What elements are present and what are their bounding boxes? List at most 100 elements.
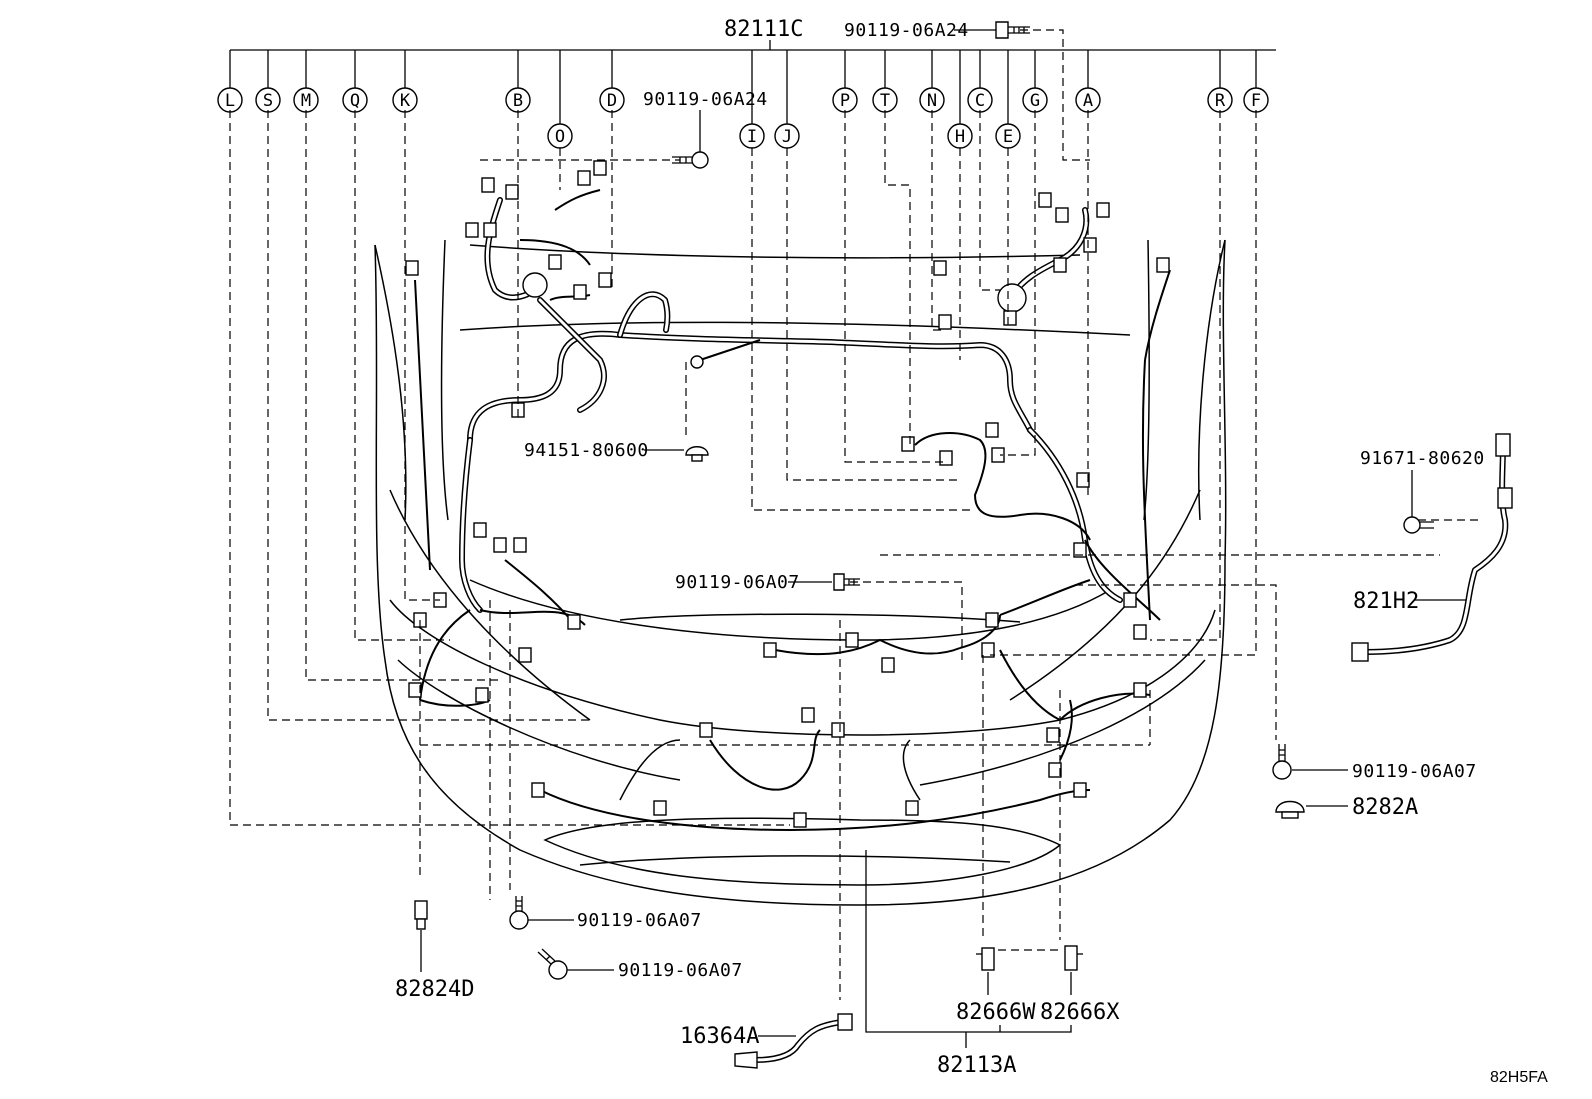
connector bbox=[985, 612, 999, 628]
diagram-code: 82H5FA bbox=[1490, 1069, 1548, 1086]
circle-label-s[interactable]: S bbox=[255, 50, 281, 113]
part-label-sub-harness-right[interactable]: 821H2 bbox=[1353, 589, 1419, 614]
sub-harness-right bbox=[1351, 433, 1513, 662]
connector bbox=[1038, 192, 1052, 208]
connector bbox=[938, 314, 952, 330]
connector bbox=[598, 272, 612, 288]
connector bbox=[845, 632, 859, 648]
part-label-bolt-bottom-2[interactable]: 90119-06A07 bbox=[618, 960, 743, 981]
part-label-bolt-bottom-1[interactable]: 90119-06A07 bbox=[577, 910, 702, 931]
connector bbox=[408, 682, 422, 698]
circle-label-c[interactable]: C bbox=[967, 50, 993, 113]
connector bbox=[985, 422, 999, 438]
connector bbox=[465, 222, 479, 238]
connector bbox=[801, 707, 815, 723]
sub-harness-bottom-leader bbox=[865, 850, 1072, 1048]
circle-label-text: Q bbox=[350, 91, 360, 111]
connector bbox=[939, 450, 953, 466]
circle-label-text: B bbox=[513, 91, 523, 111]
circle-label-text: O bbox=[555, 127, 565, 147]
part-label-bolt-right[interactable]: 90119-06A07 bbox=[1352, 761, 1477, 782]
connector bbox=[1156, 257, 1170, 273]
top-leader-bracket bbox=[230, 40, 1276, 51]
connector bbox=[1073, 782, 1087, 798]
part-label-clip-right[interactable]: 8282A bbox=[1352, 795, 1418, 820]
connector bbox=[573, 284, 587, 300]
connectors bbox=[405, 160, 1170, 828]
part-label-sub-harness-bottom[interactable]: 82113A bbox=[937, 1053, 1016, 1078]
screw-icon bbox=[1403, 516, 1434, 534]
part-label-sensor-left[interactable]: 82824D bbox=[395, 977, 474, 1002]
connector bbox=[483, 222, 497, 238]
circle-label-text: T bbox=[880, 91, 890, 111]
circle-label-text: K bbox=[400, 91, 411, 111]
connector bbox=[577, 170, 591, 186]
circle-label-t[interactable]: T bbox=[872, 50, 898, 113]
circle-label-i[interactable]: I bbox=[739, 50, 765, 149]
circle-label-m[interactable]: M bbox=[293, 50, 319, 113]
label-leaders bbox=[229, 29, 1480, 1000]
main-part-number[interactable]: 82111C bbox=[724, 17, 803, 42]
connector bbox=[1133, 682, 1147, 698]
circle-label-f[interactable]: F bbox=[1243, 50, 1269, 113]
connector bbox=[1123, 592, 1137, 608]
circle-label-a[interactable]: A bbox=[1075, 50, 1101, 113]
connector bbox=[481, 177, 495, 193]
part-label-bracket-w[interactable]: 82666W bbox=[956, 1000, 1036, 1025]
circle-label-d[interactable]: D bbox=[599, 50, 625, 113]
connector bbox=[473, 522, 487, 538]
part-label-screw-right[interactable]: 91671-80620 bbox=[1360, 448, 1485, 469]
part-label-bolt-mid[interactable]: 90119-06A07 bbox=[675, 572, 800, 593]
circle-label-text: M bbox=[301, 91, 311, 111]
circle-label-o[interactable]: O bbox=[547, 50, 573, 149]
connector bbox=[653, 800, 667, 816]
connector bbox=[567, 614, 581, 630]
circle-label-text: D bbox=[607, 91, 617, 111]
connector bbox=[1076, 472, 1090, 488]
clip-icon bbox=[1275, 800, 1305, 819]
clip-icon bbox=[690, 355, 704, 369]
connector bbox=[1048, 762, 1062, 778]
part-label-bolt-top[interactable]: 90119-06A24 bbox=[844, 20, 969, 41]
circle-label-h[interactable]: H bbox=[947, 50, 973, 149]
connector bbox=[505, 184, 519, 200]
circle-label-text: P bbox=[840, 91, 850, 111]
connector bbox=[513, 537, 527, 553]
circle-label-text: I bbox=[747, 127, 757, 147]
connector bbox=[1046, 727, 1060, 743]
circle-label-text: E bbox=[1003, 127, 1013, 147]
connector bbox=[1055, 207, 1069, 223]
part-label-sensor-bottom[interactable]: 16364A bbox=[680, 1024, 759, 1049]
connector bbox=[593, 160, 607, 176]
main-harness bbox=[414, 189, 1171, 832]
bracket-icon bbox=[976, 947, 995, 971]
part-label-bracket-x[interactable]: 82666X bbox=[1040, 1000, 1120, 1025]
circle-label-j[interactable]: J bbox=[774, 50, 800, 149]
connector bbox=[518, 647, 532, 663]
circle-label-p[interactable]: P bbox=[832, 50, 858, 113]
circle-label-l[interactable]: L bbox=[217, 50, 243, 113]
circle-label-text: J bbox=[782, 127, 792, 147]
part-label-bolt-left-top[interactable]: 90119-06A24 bbox=[643, 89, 768, 110]
connector bbox=[933, 260, 947, 276]
connector bbox=[1096, 202, 1110, 218]
bolt-icon bbox=[833, 573, 860, 591]
circle-label-e[interactable]: E bbox=[995, 50, 1021, 149]
circle-label-g[interactable]: G bbox=[1022, 50, 1048, 113]
circle-label-q[interactable]: Q bbox=[342, 50, 368, 113]
connector bbox=[493, 537, 507, 553]
connector bbox=[1053, 257, 1067, 273]
bracket-icon bbox=[1064, 945, 1083, 971]
circle-label-r[interactable]: R bbox=[1207, 50, 1233, 113]
circle-label-b[interactable]: B bbox=[505, 50, 531, 113]
circle-label-n[interactable]: N bbox=[919, 50, 945, 113]
connector bbox=[793, 812, 807, 828]
connector bbox=[991, 447, 1005, 463]
circle-label-text: F bbox=[1251, 91, 1261, 111]
circle-label-k[interactable]: K bbox=[392, 50, 418, 113]
connector bbox=[1073, 542, 1087, 558]
part-label-clip-center[interactable]: 94151-80600 bbox=[524, 440, 649, 461]
connector bbox=[548, 254, 562, 270]
circle-label-text: G bbox=[1030, 91, 1040, 111]
